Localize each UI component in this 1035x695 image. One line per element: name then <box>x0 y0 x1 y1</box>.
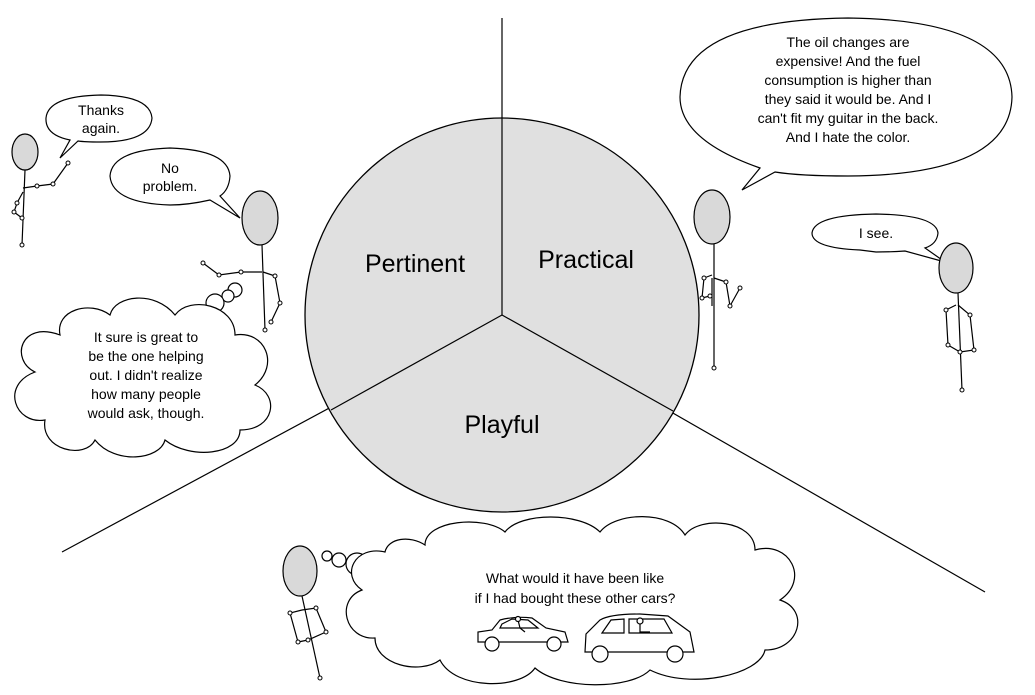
complaint-line-3: consumption is higher than <box>764 72 931 88</box>
speech-bubble-i-see: I see. <box>811 213 946 263</box>
thanks-line-1: Thanks <box>78 102 124 118</box>
helping-line-3: out. I didn't realize <box>89 367 202 383</box>
thought-cloud-helping: It sure is great to be the one helping o… <box>14 297 272 458</box>
cars-line-1: What would it have been like <box>486 570 664 586</box>
i-see-line-1: I see. <box>859 225 893 241</box>
no-problem-line-2: problem. <box>143 178 197 194</box>
helping-line-5: would ask, though. <box>87 405 205 421</box>
no-problem-line-1: No <box>161 160 179 176</box>
complaint-line-1: The oil changes are <box>787 34 910 50</box>
segment-label-playful: Playful <box>464 411 539 439</box>
thanks-line-2: again. <box>82 120 120 136</box>
helping-line-4: how many people <box>91 386 201 402</box>
complaint-line-4: they said it would be. And I <box>765 91 932 107</box>
complaint-line-2: expensive! And the fuel <box>776 53 921 69</box>
thought-cloud-cars: What would it have been like if I had bo… <box>345 516 799 686</box>
helping-line-2: be the one helping <box>88 348 203 364</box>
stick-figure-thanking <box>11 133 71 248</box>
stick-figure-helper <box>200 190 283 333</box>
segment-label-practical: Practical <box>538 246 634 274</box>
cars-line-2: if I had bought these other cars? <box>475 590 676 606</box>
stick-figure-listening <box>938 242 977 393</box>
speech-bubble-thanks: Thanks again. <box>45 94 153 159</box>
segment-label-pertinent: Pertinent <box>365 250 465 278</box>
inner-divider-right <box>501 314 674 412</box>
complaint-line-5: can't fit my guitar in the back. <box>758 110 939 126</box>
complaint-line-6: And I hate the color. <box>786 129 911 145</box>
sedan-car-icon <box>477 615 569 652</box>
hatchback-car-icon <box>584 613 695 663</box>
stick-figure-dreaming <box>282 545 329 681</box>
speech-bubble-no-problem: No problem. <box>109 147 241 219</box>
helping-line-1: It sure is great to <box>94 329 198 345</box>
inner-divider-left <box>330 314 503 411</box>
speech-bubble-complaint: The oil changes are expensive! And the f… <box>679 17 1013 191</box>
stick-figure-complaining <box>693 189 743 371</box>
